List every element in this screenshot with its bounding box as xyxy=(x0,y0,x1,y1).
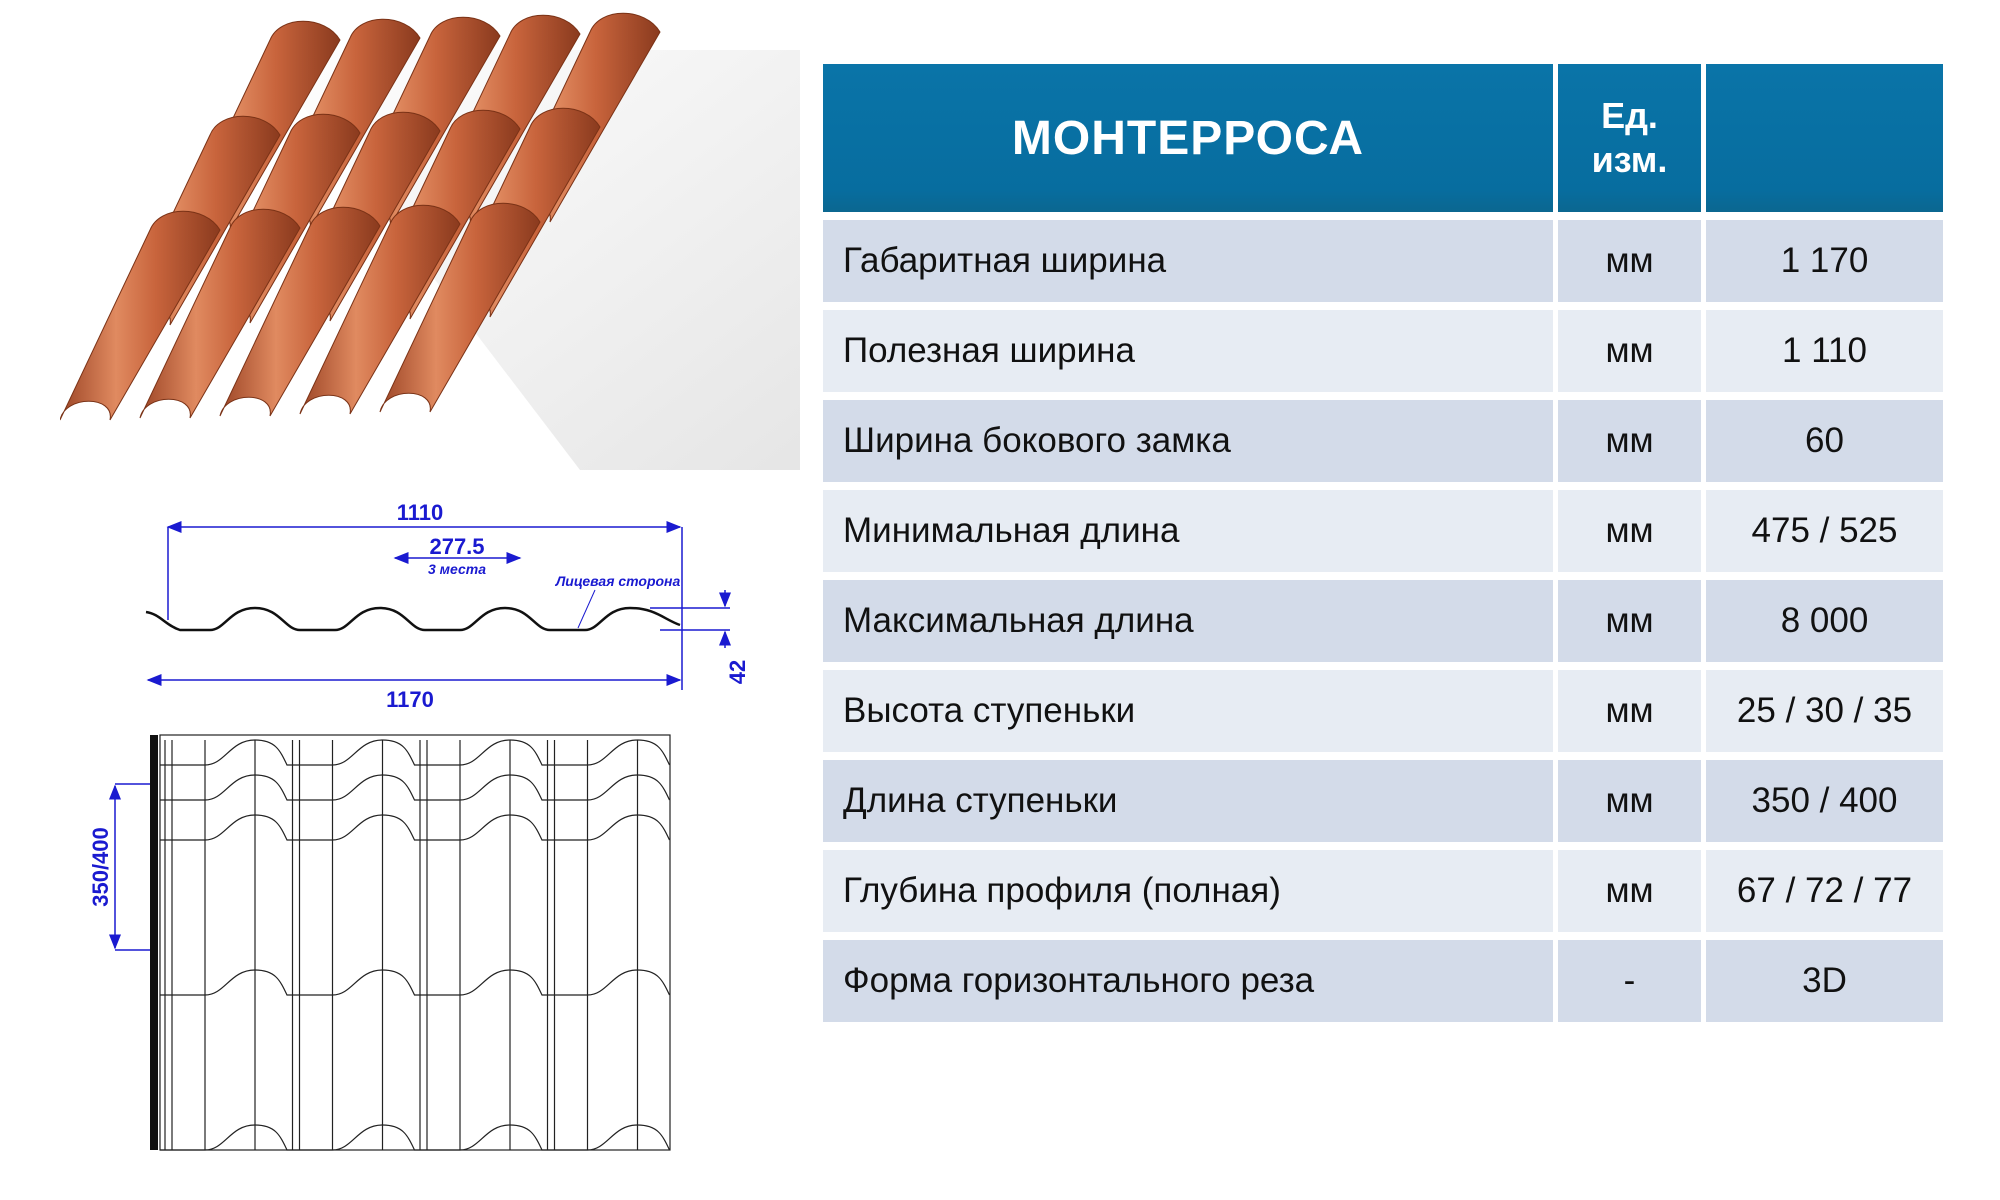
value-cell: 3D xyxy=(1706,940,1943,1022)
unit-header: Ед. изм. xyxy=(1558,64,1701,212)
param-cell: Форма горизонтального реза xyxy=(823,940,1553,1022)
unit-cell: мм xyxy=(1558,490,1701,572)
unit-header-line1: Ед. xyxy=(1601,95,1658,136)
param-cell: Максимальная длина xyxy=(823,580,1553,662)
value-cell: 25 / 30 / 35 xyxy=(1706,670,1943,752)
table-row: Форма горизонтального реза-3D xyxy=(823,940,1943,1022)
param-cell: Габаритная ширина xyxy=(823,220,1553,302)
value-cell: 60 xyxy=(1706,400,1943,482)
param-cell: Ширина бокового замка xyxy=(823,400,1553,482)
param-cell: Высота ступеньки xyxy=(823,670,1553,752)
unit-cell: мм xyxy=(1558,310,1701,392)
profile-cross-section-drawing: 1110 277.5 3 места Лицевая сторона 1170 … xyxy=(145,500,750,712)
dim-step-length: 350/400 xyxy=(88,827,113,907)
unit-cell: - xyxy=(1558,940,1701,1022)
value-cell: 67 / 72 / 77 xyxy=(1706,850,1943,932)
dim-total-width: 1170 xyxy=(386,687,434,712)
param-cell: Полезная ширина xyxy=(823,310,1553,392)
value-cell: 350 / 400 xyxy=(1706,760,1943,842)
value-cell: 1 110 xyxy=(1706,310,1943,392)
unit-cell: мм xyxy=(1558,400,1701,482)
unit-cell: мм xyxy=(1558,850,1701,932)
param-cell: Глубина профиля (полная) xyxy=(823,850,1553,932)
dim-height: 42 xyxy=(725,660,750,684)
sheet-plan-drawing: 350/400 xyxy=(88,734,671,1151)
roof-tile-image xyxy=(60,12,800,470)
unit-cell: мм xyxy=(1558,670,1701,752)
table-header: МОНТЕРРОСА Ед. изм. xyxy=(823,64,1943,212)
value-cell: 8 000 xyxy=(1706,580,1943,662)
param-cell: Минимальная длина xyxy=(823,490,1553,572)
unit-cell: мм xyxy=(1558,220,1701,302)
value-cell: 1 170 xyxy=(1706,220,1943,302)
dim-pitch: 277.5 xyxy=(429,534,484,559)
param-cell: Длина ступеньки xyxy=(823,760,1553,842)
unit-cell: мм xyxy=(1558,760,1701,842)
value-header xyxy=(1706,64,1943,212)
unit-header-line2: изм. xyxy=(1591,139,1668,180)
product-title: МОНТЕРРОСА xyxy=(823,64,1553,212)
dim-pitch-note: 3 места xyxy=(428,561,486,577)
value-cell: 475 / 525 xyxy=(1706,490,1943,572)
dim-useful-width: 1110 xyxy=(397,500,444,525)
face-side-label: Лицевая сторона xyxy=(555,573,681,589)
unit-cell: мм xyxy=(1558,580,1701,662)
